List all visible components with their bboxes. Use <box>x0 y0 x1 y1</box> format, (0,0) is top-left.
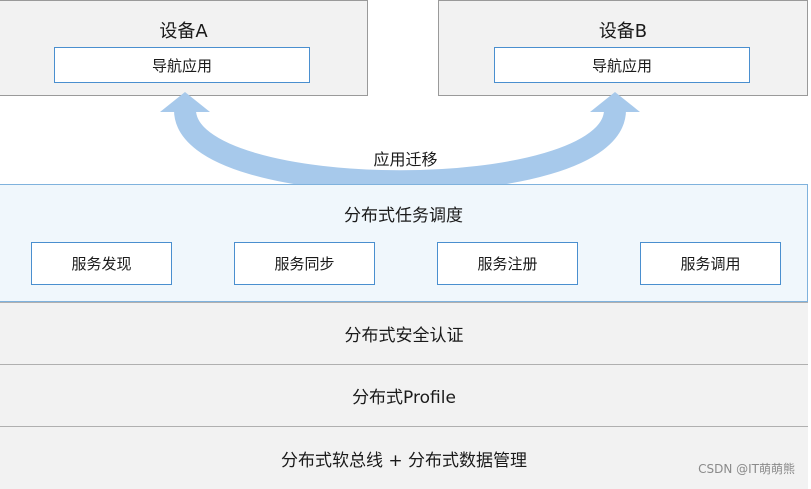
device-b-title: 设备B <box>598 21 648 42</box>
security-auth-label: 分布式安全认证 <box>344 326 464 346</box>
softbus-data-label: 分布式软总线 + 分布式数据管理 <box>280 450 528 471</box>
profile-label: 分布式Profile <box>352 388 456 408</box>
device-b-app-box: 导航应用 <box>494 47 750 83</box>
migration-label: 应用迁移 <box>373 150 438 169</box>
device-b-box: 设备B 导航应用 <box>438 0 808 96</box>
device-a-title: 设备A <box>159 21 208 42</box>
device-a-box: 设备A 导航应用 <box>0 0 368 96</box>
migration-arrow <box>160 92 640 193</box>
watermark: CSDN @IT萌萌熊 <box>698 462 795 476</box>
task-scheduling-title: 分布式任务调度 <box>344 206 463 226</box>
arrow-head-right-icon <box>590 92 640 112</box>
task-scheduling-layer: 分布式任务调度 服务发现 服务同步 服务注册 服务调用 <box>0 184 808 302</box>
security-auth-layer: 分布式安全认证 <box>0 302 808 364</box>
device-a-app-box: 导航应用 <box>54 47 310 83</box>
service-register-box: 服务注册 <box>437 242 578 285</box>
profile-layer: 分布式Profile <box>0 364 808 426</box>
softbus-data-layer: 分布式软总线 + 分布式数据管理 <box>0 426 808 489</box>
arrow-head-left-icon <box>160 92 210 112</box>
service-sync-box: 服务同步 <box>234 242 375 285</box>
migration-arrow-arc <box>174 108 626 193</box>
service-discovery-box: 服务发现 <box>31 242 172 285</box>
service-invoke-box: 服务调用 <box>640 242 781 285</box>
